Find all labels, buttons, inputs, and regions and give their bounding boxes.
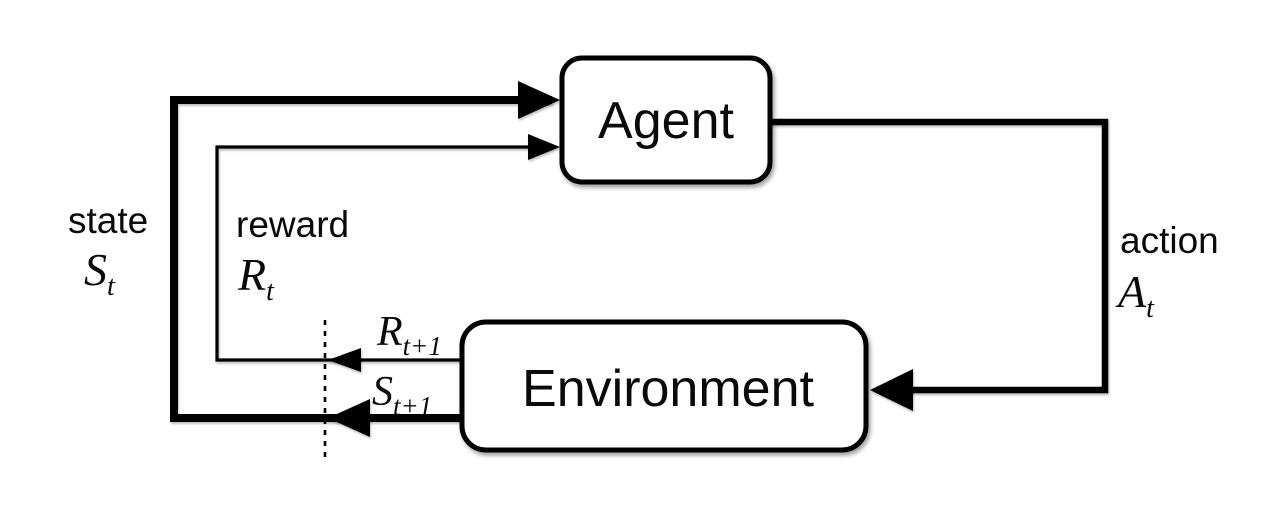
action-into-environment-arrowhead [870, 369, 913, 411]
next-state-arrowhead [328, 399, 370, 437]
agent-box [559, 55, 773, 185]
reward-symbol-main: R [237, 249, 266, 300]
reward-symbol-subscript: t [266, 276, 275, 307]
state-signal-line [170, 96, 552, 422]
reward-word-label: reward [236, 204, 349, 245]
next-reward-symbol-main: R [376, 309, 403, 355]
next-state-symbol: St+1 [372, 369, 432, 421]
next-reward-symbol: Rt+1 [376, 309, 442, 361]
action-symbol-main: A [1115, 266, 1147, 317]
agent-box-label: Agent [598, 92, 734, 150]
state-symbol-main: S [84, 244, 107, 295]
action-symbol-subscript: t [1146, 293, 1155, 324]
next-reward-symbol-subscript: t+1 [403, 331, 442, 361]
reward-into-agent-arrowhead [528, 134, 560, 160]
state-into-agent-arrowhead [518, 81, 560, 119]
action-symbol: At [1115, 266, 1155, 324]
state-symbol-subscript: t [107, 271, 116, 302]
next-state-symbol-main: S [372, 369, 393, 415]
reward-symbol: Rt [237, 249, 275, 307]
next-state-symbol-subscript: t+1 [393, 391, 432, 421]
next-reward-arrowhead [328, 348, 361, 372]
state-symbol: St [84, 244, 116, 302]
action-word-label: action [1120, 220, 1219, 261]
action-signal-line [768, 118, 1109, 394]
environment-box [459, 319, 869, 453]
state-word-label: state [68, 200, 148, 241]
environment-box-label: Environment [522, 360, 814, 418]
